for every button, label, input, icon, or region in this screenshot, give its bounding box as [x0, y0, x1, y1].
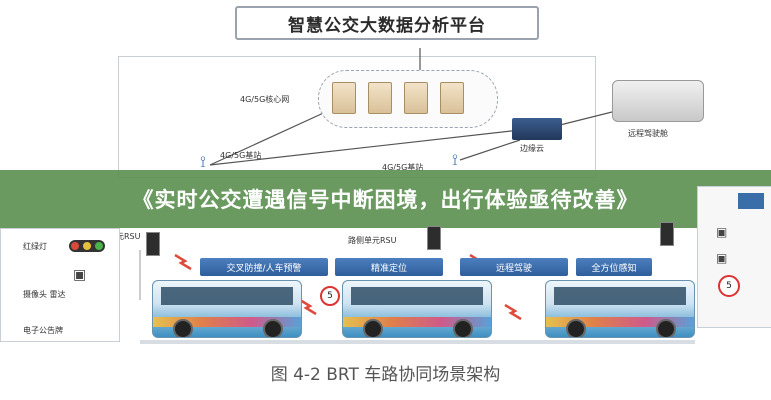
- remote-cabin-icon: [612, 80, 704, 122]
- rsu-device-icon: [146, 232, 160, 256]
- server-icon: [440, 82, 464, 114]
- remote-cabin-label: 远程驾驶舱: [628, 129, 668, 138]
- camera-icon: ▣: [73, 267, 87, 283]
- brt-bus: [342, 280, 492, 338]
- e-board-label: 电子公告牌: [23, 326, 63, 335]
- traffic-light-label: 红绿灯: [23, 242, 47, 251]
- brt-bus: [152, 280, 302, 338]
- road-line: [140, 340, 695, 344]
- headline-banner: 《实时公交遭遇信号中断困境，出行体验亟待改善》: [0, 170, 771, 228]
- speed-limit-sign: 5: [320, 286, 340, 306]
- edge-cloud-label: 边缘云: [520, 144, 544, 153]
- rsu-device-icon: [427, 226, 441, 250]
- server-icon: [332, 82, 356, 114]
- base-station-mid-label: 4G/5G基站: [382, 163, 424, 172]
- right-devices-panel: ▣ ▣ 5: [697, 186, 771, 328]
- function-box-perception: 全方位感知: [576, 258, 652, 276]
- sign-board-icon: [738, 193, 764, 209]
- rsu-device-icon: [660, 222, 674, 246]
- camera-radar-label: 摄像头 雷达: [23, 290, 66, 299]
- roadside-devices-panel: 红绿灯 ▣ 摄像头 雷达 电子公告牌: [0, 228, 120, 342]
- platform-title: 智慧公交大数据分析平台: [235, 6, 539, 40]
- server-icon: [404, 82, 428, 114]
- edge-server-icon: [512, 118, 562, 140]
- traffic-light-icon: [69, 240, 105, 252]
- speed-limit-sign: 5: [718, 275, 740, 297]
- function-box-collision: 交叉防撞/人车预警: [200, 258, 328, 276]
- figure-caption: 图 4-2 BRT 车路协同场景架构: [270, 365, 501, 385]
- camera-icon: ▣: [716, 225, 728, 239]
- core-network-label: 4G/5G核心网: [240, 95, 290, 104]
- antenna-icon: ⟟: [200, 152, 206, 171]
- camera-icon: ▣: [716, 251, 728, 265]
- rsu-mid-label: 路侧单元RSU: [348, 236, 397, 245]
- function-box-positioning: 精准定位: [335, 258, 443, 276]
- base-station-left-label: 4G/5G基站: [220, 151, 262, 160]
- server-icon: [368, 82, 392, 114]
- antenna-icon: ⟟: [452, 150, 458, 169]
- function-box-remote-driving: 远程驾驶: [460, 258, 568, 276]
- brt-bus: [545, 280, 695, 338]
